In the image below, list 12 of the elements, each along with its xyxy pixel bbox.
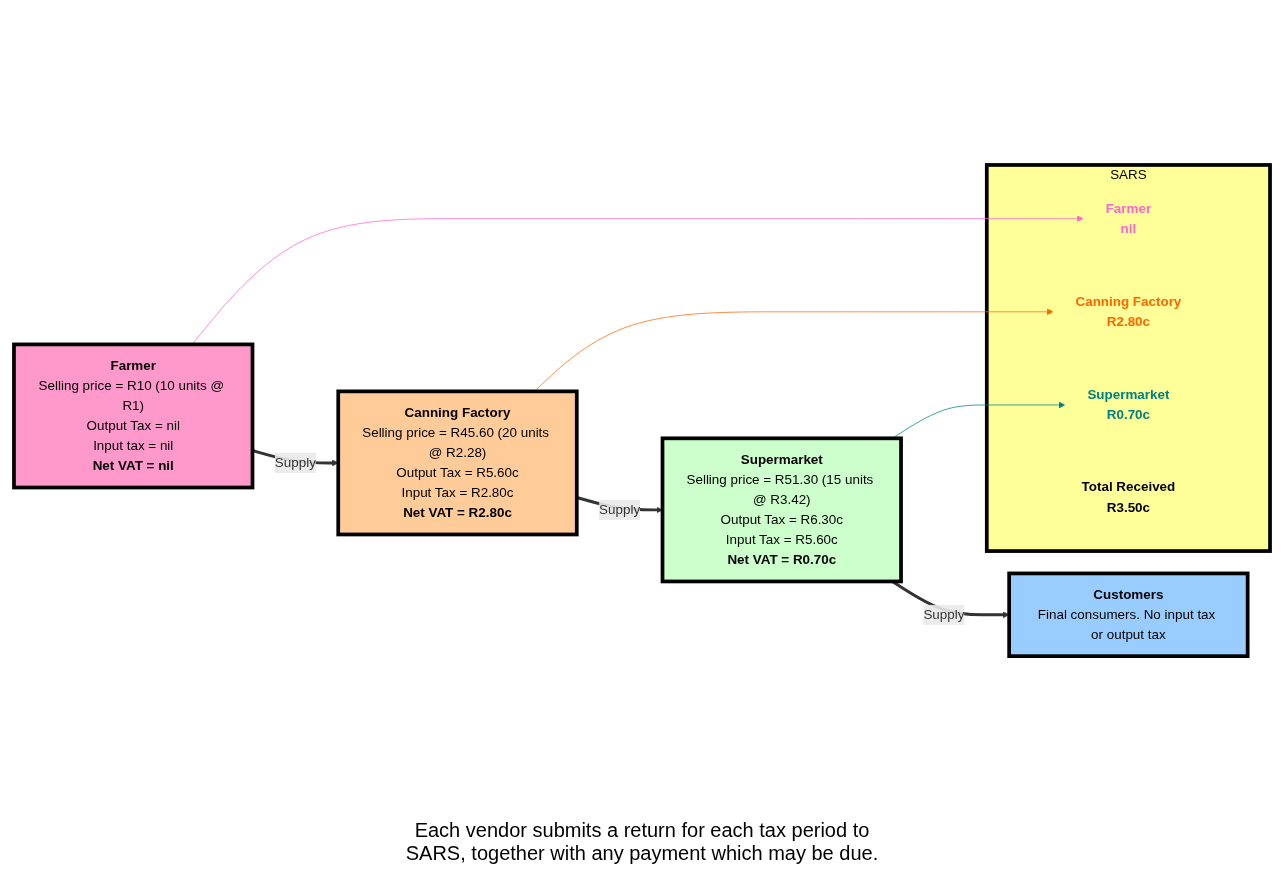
node-box: Farmer Selling price = R10 (10 units @ R1) Output Tax = nil Input tax = nil Net VAT = nil <box>12 342 255 490</box>
edge-label: Supply <box>274 455 316 470</box>
note-text: Each vendor submits a return for each tax period to SARS, together with any payment which may be due. <box>404 819 880 865</box>
node-box: Supermarket Selling price = R51.30 (15 units @ R3.42) Output Tax = R6.30c Input Tax = R5.60c Net VAT = R0.70c <box>660 436 903 584</box>
edge-label: Supply <box>923 606 965 622</box>
node-box: Canning Factory Selling price = R45.60 (20 units @ R2.28) Output Tax = R5.60c Input Tax = R2.80c Net VAT = R2.80c <box>336 389 579 537</box>
node-text: Supermarket R0.70c <box>1087 387 1170 423</box>
node-text: Total Received R3.50c <box>1081 479 1176 515</box>
node-text: Canning Factory R2.80c <box>1075 293 1182 329</box>
node-box: Customers Final consumers. No input tax or output tax <box>1007 571 1250 658</box>
edge-label: Supply <box>599 501 641 517</box>
node-text: Farmer nil <box>1105 200 1152 236</box>
